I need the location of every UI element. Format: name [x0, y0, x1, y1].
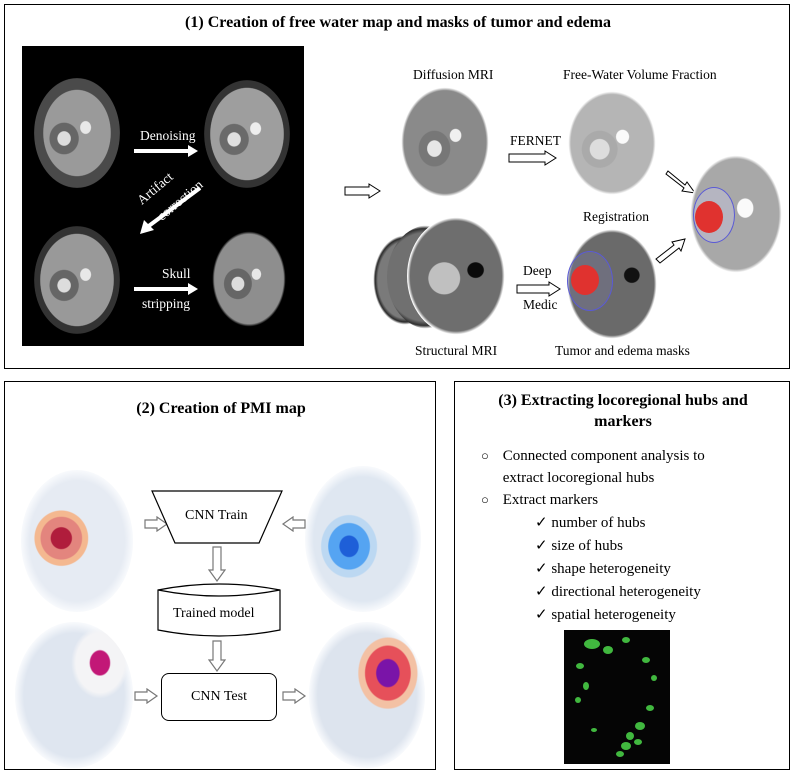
- bullet-circle-icon: ○: [481, 492, 489, 507]
- train-input-arrow: [144, 516, 169, 532]
- marker-text: shape heterogeneity: [551, 561, 671, 577]
- structural-slice-front: [407, 217, 505, 335]
- diffusion-mri-image: [401, 87, 489, 197]
- raw-dwi-brain: [34, 78, 120, 188]
- bullet-text: Connected component analysis to: [502, 448, 705, 464]
- bullet-text: Extract markers: [502, 492, 599, 508]
- cnn-test-box[interactable]: CNN Test: [161, 673, 277, 721]
- fw-fraction-label: Free-Water Volume Fraction: [563, 67, 717, 82]
- marker-text: number of hubs: [551, 515, 646, 531]
- cnn-train-box[interactable]: [151, 490, 283, 544]
- artifact-arrow: [140, 186, 202, 234]
- check-icon: ✓: [535, 584, 548, 600]
- marker-text: directional heterogeneity: [551, 584, 701, 600]
- train-label-brain: [305, 466, 421, 612]
- free-water-image: [568, 91, 656, 195]
- fernet-label: FERNET: [510, 133, 562, 148]
- marker-item: ✓ number of hubs: [535, 512, 645, 534]
- bullet-item: ○ Extract markers: [481, 489, 598, 511]
- panel2-title: (2) Creation of PMI map: [136, 400, 306, 417]
- panel-free-water: (1) Creation of free water map and masks…: [4, 4, 790, 369]
- registration-label: Registration: [583, 209, 649, 224]
- check-icon: ✓: [535, 538, 548, 554]
- deepmedic-arrow: [516, 281, 561, 297]
- hubs-image: [564, 630, 670, 764]
- structural-mri-label: Structural MRI: [415, 343, 498, 358]
- marker-item: ✓ shape heterogeneity: [535, 558, 671, 580]
- skull-stripped-brain: [212, 231, 286, 327]
- marker-text: spatial heterogeneity: [551, 607, 676, 623]
- train-label-arrow: [281, 516, 306, 532]
- bullet-circle-icon: ○: [481, 448, 489, 463]
- check-icon: ✓: [535, 515, 548, 531]
- corrected-brain: [34, 226, 120, 334]
- panel-pmi-map: (2) Creation of PMI map CNN Train Traine…: [4, 381, 436, 770]
- deep-label: Deep: [523, 263, 552, 278]
- marker-item: ✓ directional heterogeneity: [535, 581, 701, 603]
- fernet-arrow: [508, 150, 557, 166]
- train-input-brain: [21, 470, 133, 612]
- panel-hubs-markers: (3) Extracting locoregional hubs and mar…: [454, 381, 790, 770]
- model-to-test-arrow: [208, 640, 226, 672]
- tumor-masks-label: Tumor and edema masks: [555, 343, 690, 358]
- mask-tumor: [571, 265, 599, 295]
- structural-mri-stack: [373, 217, 505, 335]
- trained-model-label: Trained model: [173, 606, 255, 621]
- marker-item: ✓ spatial heterogeneity: [535, 604, 676, 626]
- hubs-blobs: [575, 637, 657, 757]
- skull-label: Skull: [162, 266, 191, 281]
- preprocessing-block: Denoising Artifact correction Skull stri…: [22, 46, 304, 346]
- check-icon: ✓: [535, 561, 548, 577]
- denoising-label: Denoising: [140, 128, 196, 143]
- mask-to-registration-arrow: [655, 238, 686, 264]
- trained-model-cylinder[interactable]: [157, 582, 281, 640]
- train-to-model-arrow: [208, 546, 226, 582]
- check-icon: ✓: [535, 607, 548, 623]
- registered-tumor: [695, 201, 723, 233]
- stripping-label: stripping: [142, 296, 191, 311]
- denoised-brain: [204, 80, 290, 188]
- panel3-title-line2: markers: [594, 413, 652, 430]
- panel1-title: (1) Creation of free water map and masks…: [185, 14, 611, 31]
- panel3-title-line1: (3) Extracting locoregional hubs and: [498, 392, 748, 409]
- bullet-text-cont: extract locoregional hubs: [502, 470, 655, 486]
- test-input-arrow: [134, 688, 159, 704]
- test-input-brain: [15, 622, 133, 768]
- cnn-test-label: CNN Test: [191, 689, 247, 704]
- fw-to-registration-arrow: [665, 170, 697, 194]
- skull-arrow: [134, 283, 198, 295]
- to-analysis-arrow: [344, 183, 381, 199]
- denoising-arrow: [134, 145, 198, 157]
- cnn-train-label: CNN Train: [185, 508, 248, 523]
- bullet-item: ○ Connected component analysis to extrac…: [481, 445, 705, 489]
- medic-label: Medic: [523, 297, 558, 312]
- marker-text: size of hubs: [551, 538, 623, 554]
- test-output-arrow: [282, 688, 307, 704]
- pmi-output-brain: [309, 622, 425, 768]
- marker-item: ✓ size of hubs: [535, 535, 623, 557]
- diffusion-mri-label: Diffusion MRI: [413, 67, 494, 82]
